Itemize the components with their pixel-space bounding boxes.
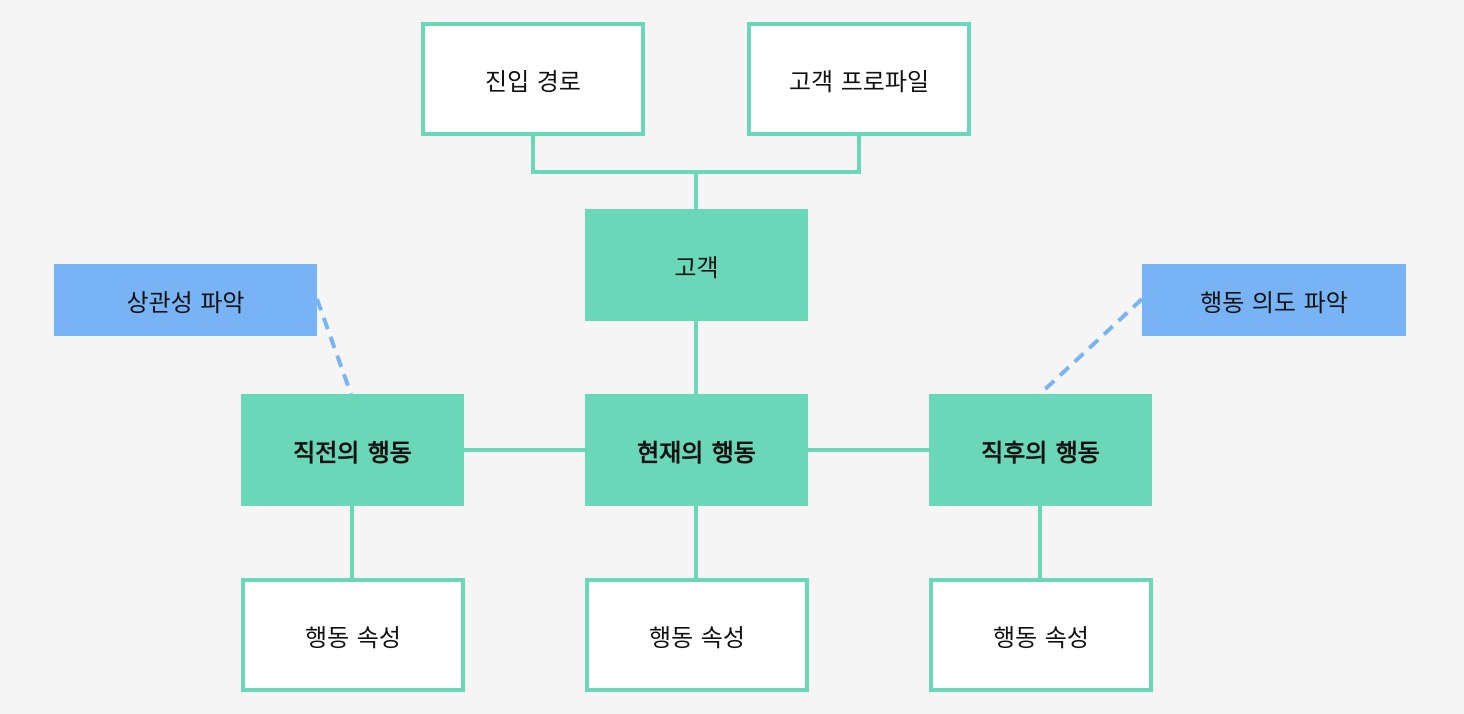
connector-profile-to-customer bbox=[696, 136, 861, 174]
intent-note: 행동 의도 파악 bbox=[1142, 264, 1406, 336]
solid-connectors bbox=[350, 136, 1042, 580]
entry-path-node: 진입 경로 bbox=[421, 22, 645, 136]
customer-profile-node: 고객 프로파일 bbox=[747, 22, 971, 136]
current-action-node: 현재의 행동 bbox=[585, 394, 808, 506]
dashed-intent-to-next bbox=[1038, 297, 1144, 396]
next-action-node: 직후의 행동 bbox=[929, 394, 1152, 506]
dashed-connectors bbox=[315, 297, 1144, 396]
previous-action-node: 직전의 행동 bbox=[241, 394, 464, 506]
connector-entry-to-customer bbox=[531, 136, 698, 209]
current-action-attributes-node: 행동 속성 bbox=[585, 578, 809, 692]
correlation-note: 상관성 파악 bbox=[54, 264, 317, 336]
dashed-correlation-to-previous bbox=[315, 298, 353, 395]
next-action-attributes-node: 행동 속성 bbox=[929, 578, 1153, 692]
previous-action-attributes-node: 행동 속성 bbox=[241, 578, 465, 692]
customer-node: 고객 bbox=[585, 209, 808, 321]
